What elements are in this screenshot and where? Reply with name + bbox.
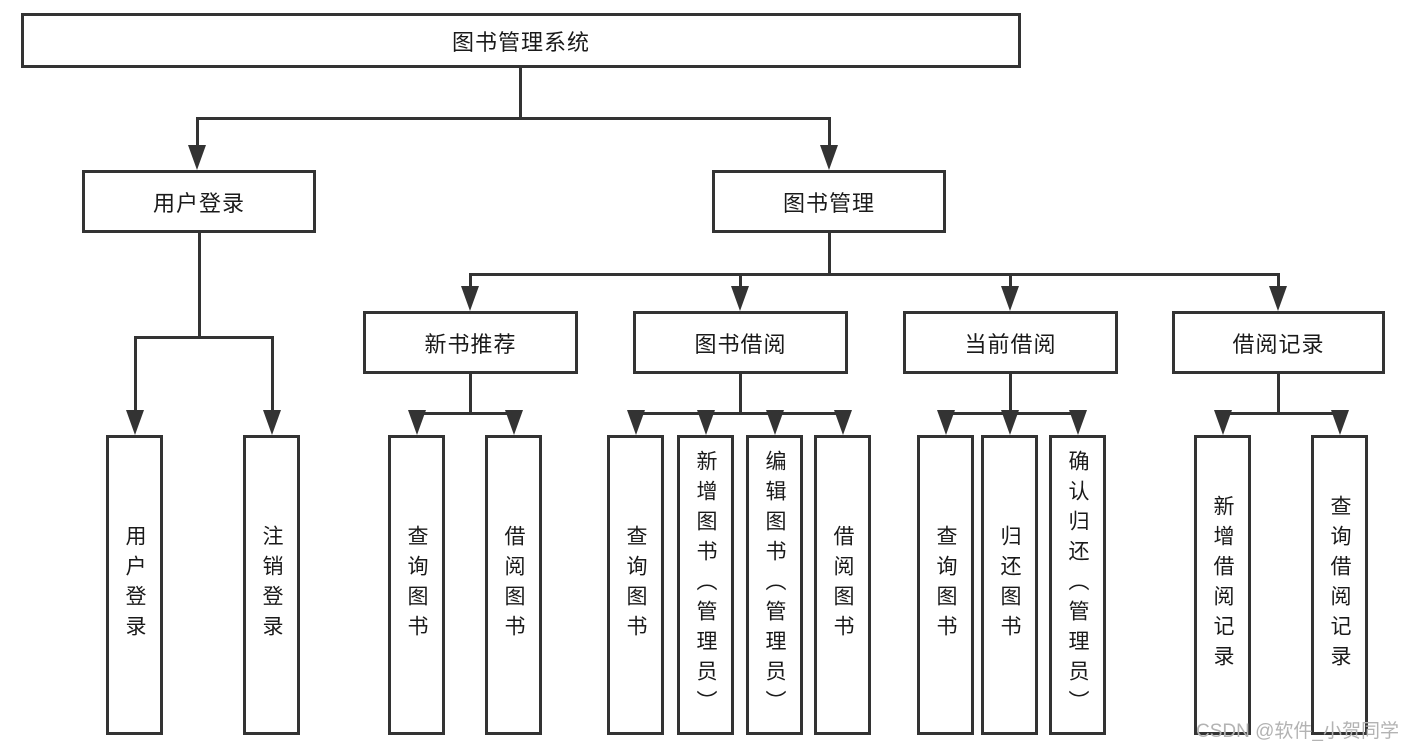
connector-line xyxy=(828,233,831,276)
arrowhead-icon xyxy=(937,410,955,435)
arrowhead-icon xyxy=(263,410,281,435)
node-label: 查询借阅记录 xyxy=(1328,495,1351,675)
leaf-logout: 注销登录 xyxy=(243,435,300,735)
arrowhead-icon xyxy=(834,410,852,435)
arrowhead-icon xyxy=(1214,410,1232,435)
connector-line xyxy=(197,117,831,120)
node-label: 图书管理 xyxy=(782,190,875,216)
arrowhead-icon xyxy=(820,145,838,170)
leaf-return-book: 归还图书 xyxy=(981,435,1038,735)
arrowhead-icon xyxy=(126,410,144,435)
connector-line xyxy=(828,117,831,149)
arrowhead-icon xyxy=(1001,410,1019,435)
connector-line xyxy=(636,412,843,415)
connector-line xyxy=(198,233,201,339)
leaf-edit-book-admin: 编辑图书（管理员） xyxy=(746,435,803,735)
node-label: 查询图书 xyxy=(405,525,428,645)
leaf-add-borrow-record: 新增借阅记录 xyxy=(1194,435,1251,735)
leaf-user-login: 用户登录 xyxy=(106,435,163,735)
connector-line xyxy=(470,273,1278,276)
arrowhead-icon xyxy=(461,286,479,311)
connector-line xyxy=(1277,374,1280,415)
node-new-book-recommend: 新书推荐 xyxy=(363,311,578,374)
node-label: 用户登录 xyxy=(123,525,146,645)
node-label: 当前借阅 xyxy=(964,331,1057,357)
connector-line xyxy=(416,412,515,415)
connector-line xyxy=(1009,374,1012,415)
arrowhead-icon xyxy=(505,410,523,435)
node-book-borrow: 图书借阅 xyxy=(633,311,848,374)
node-label: 借阅记录 xyxy=(1232,331,1325,357)
connector-line xyxy=(1277,273,1280,291)
connector-line xyxy=(739,374,742,415)
leaf-confirm-return-admin: 确认归还（管理员） xyxy=(1049,435,1106,735)
node-label: 新书推荐 xyxy=(424,331,517,357)
node-label: 借阅图书 xyxy=(831,525,854,645)
node-borrow-record: 借阅记录 xyxy=(1172,311,1385,374)
node-label: 查询图书 xyxy=(624,525,647,645)
leaf-query-borrow-record: 查询借阅记录 xyxy=(1311,435,1368,735)
connector-line xyxy=(1009,273,1012,291)
node-label: 编辑图书（管理员） xyxy=(763,450,786,720)
connector-line xyxy=(1223,412,1340,415)
arrowhead-icon xyxy=(766,410,784,435)
leaf-borrow-book: 借阅图书 xyxy=(814,435,871,735)
connector-line xyxy=(271,336,274,414)
node-label: 新增借阅记录 xyxy=(1211,495,1234,675)
connector-line xyxy=(469,374,472,415)
leaf-query-book-borrow: 查询图书 xyxy=(607,435,664,735)
connector-line xyxy=(196,117,199,149)
leaf-borrow-book-recommend: 借阅图书 xyxy=(485,435,542,735)
connector-line xyxy=(134,336,137,414)
connector-line xyxy=(519,68,522,117)
node-label: 新增图书（管理员） xyxy=(694,450,717,720)
node-label: 查询图书 xyxy=(934,525,957,645)
node-book-management: 图书管理 xyxy=(712,170,946,233)
arrowhead-icon xyxy=(627,410,645,435)
connector-line xyxy=(134,336,274,339)
connector-line xyxy=(469,273,472,291)
node-label: 借阅图书 xyxy=(502,525,525,645)
arrowhead-icon xyxy=(731,286,749,311)
connector-line xyxy=(739,273,742,291)
leaf-query-book-current: 查询图书 xyxy=(917,435,974,735)
arrowhead-icon xyxy=(1001,286,1019,311)
node-user-login: 用户登录 xyxy=(82,170,316,233)
arrowhead-icon xyxy=(188,145,206,170)
node-label: 注销登录 xyxy=(260,525,283,645)
node-label: 归还图书 xyxy=(998,525,1021,645)
arrowhead-icon xyxy=(697,410,715,435)
leaf-query-book-recommend: 查询图书 xyxy=(388,435,445,735)
leaf-add-book-admin: 新增图书（管理员） xyxy=(677,435,734,735)
csdn-watermark: CSDN @软件_小贺同学 xyxy=(1196,721,1399,742)
arrowhead-icon xyxy=(1069,410,1087,435)
arrowhead-icon xyxy=(408,410,426,435)
node-label: 图书借阅 xyxy=(694,331,787,357)
arrowhead-icon xyxy=(1331,410,1349,435)
node-label: 确认归还（管理员） xyxy=(1066,450,1089,720)
node-current-borrow: 当前借阅 xyxy=(903,311,1118,374)
node-label: 图书管理系统 xyxy=(451,29,590,55)
node-label: 用户登录 xyxy=(152,190,245,216)
arrowhead-icon xyxy=(1269,286,1287,311)
node-root-library-system: 图书管理系统 xyxy=(21,13,1021,68)
